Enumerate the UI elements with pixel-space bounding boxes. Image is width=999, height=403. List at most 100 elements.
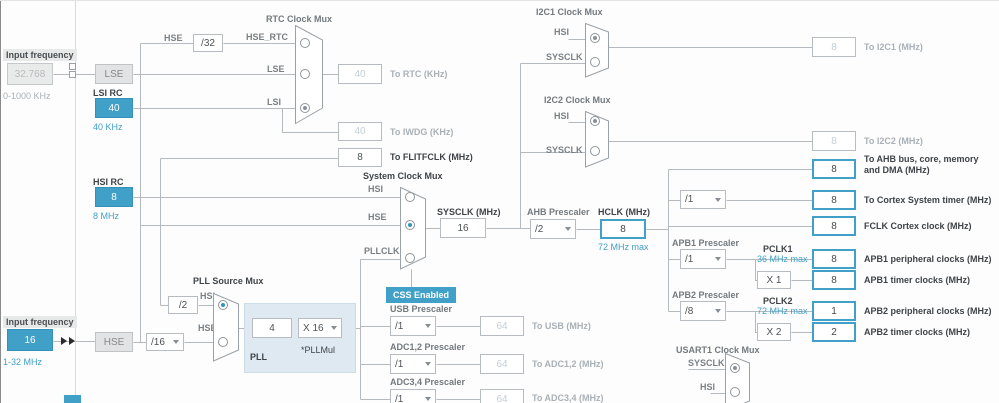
rtc-mux-lse-radio[interactable] <box>300 69 310 79</box>
flitfclk-value: 8 <box>338 148 382 167</box>
apb1-prescaler-label: APB1 Prescaler <box>672 238 740 248</box>
apb2-peripheral-clock-label: APB2 peripheral clocks (MHz) <box>864 306 992 316</box>
adc34-prescaler-dropdown[interactable]: /1 <box>390 389 436 403</box>
usart1-mux-sysclk-radio[interactable] <box>730 363 740 373</box>
sysmux-hsi-signal-label: HSI <box>368 184 384 194</box>
to-usb-label: To USB (MHz) <box>532 321 591 331</box>
to-i2c1-label: To I2C1 (MHz) <box>864 42 923 52</box>
chevron-down-icon <box>425 362 431 366</box>
cortex-prescaler-dropdown[interactable]: /1 <box>680 190 726 209</box>
lsi-rc-label: LSI RC <box>93 88 123 98</box>
pll-mux-hse-radio[interactable] <box>218 337 228 347</box>
usart1-sysclk-signal-label: SYSCLK <box>688 358 725 368</box>
lse-input-frequency-field: 32.768 <box>7 63 53 85</box>
apb1-prescaler-dropdown[interactable]: /1 <box>680 249 726 269</box>
ahb-prescaler-dropdown[interactable]: /2 <box>530 219 576 239</box>
cortex-timer-clock-label: To Cortex System timer (MHz) <box>864 195 992 205</box>
adc34-prescaler-value: /1 <box>395 393 404 403</box>
to-flitfclk-label: To FLITFCLK (MHz) <box>390 152 473 162</box>
to-iwdg-label: To IWDG (KHz) <box>390 127 454 137</box>
cortex-timer-clock-field[interactable]: 8 <box>812 190 856 210</box>
rtc-hse-div32-box: /32 <box>193 34 223 52</box>
rtc-mux-lsi-radio[interactable] <box>300 103 310 113</box>
ahb-prescaler-label: AHB Prescaler <box>527 207 590 217</box>
hclk-label: HCLK (MHz) <box>598 207 650 217</box>
hse-source-box: HSE <box>95 332 133 352</box>
adc12-prescaler-value: /1 <box>395 358 404 370</box>
fclk-cortex-field[interactable]: 8 <box>812 216 856 236</box>
i2c2-mux-hsi-radio[interactable] <box>590 116 600 126</box>
pll-hse-prediv-value: /16 <box>151 336 165 348</box>
i2c1-clock-mux-shape <box>585 23 609 78</box>
usb-clock-value: 64 <box>480 316 524 336</box>
apb1-peripheral-clock-field[interactable]: 8 <box>812 249 856 269</box>
apb2-prescaler-value: /8 <box>685 305 694 317</box>
chevron-down-icon <box>565 227 571 231</box>
i2c1-clock-value: 8 <box>812 37 856 57</box>
hse-input-frequency-field[interactable]: 16 <box>7 329 53 351</box>
adc12-prescaler-label: ADC1,2 Prescaler <box>390 342 466 352</box>
hsi-rc-label: HSI RC <box>93 177 124 187</box>
pll-hse-prediv-dropdown[interactable]: /16 <box>146 333 184 351</box>
usb-prescaler-label: USB Prescaler <box>390 304 453 314</box>
hclk-value-field[interactable]: 8 <box>600 219 646 239</box>
pll-multiplier-dropdown[interactable]: X 16 <box>298 318 342 338</box>
i2c1-hsi-signal-label: HSI <box>554 27 570 37</box>
i2c2-hsi-signal-label: HSI <box>554 111 570 121</box>
system-clock-mux-title: System Clock Mux <box>363 171 443 181</box>
usart1-hsi-signal-label: HSI <box>700 382 716 392</box>
usb-prescaler-dropdown[interactable]: /1 <box>390 316 436 336</box>
chevron-down-icon <box>425 397 431 401</box>
sysclk-value-field[interactable]: 16 <box>440 218 486 238</box>
pll-hsi-div2-box: /2 <box>168 296 198 314</box>
sysmux-pllclk-signal-label: PLLCLK <box>364 246 400 256</box>
adc12-prescaler-dropdown[interactable]: /1 <box>390 354 436 374</box>
apb2-timer-clock-field[interactable]: 2 <box>812 322 856 342</box>
i2c1-mux-sysclk-radio[interactable] <box>590 57 600 67</box>
rtc-mux-hse-radio[interactable] <box>300 38 310 48</box>
pclk1-max-label: 36 MHz max <box>757 254 808 264</box>
pll-multiplier-value: X 16 <box>303 322 324 334</box>
input-frequency-label-top: Input frequency <box>3 49 77 61</box>
hsi-freq-caption: 8 MHz <box>93 211 120 221</box>
i2c2-clock-value: 8 <box>812 131 856 151</box>
usart1-mux-hsi-radio[interactable] <box>730 387 740 397</box>
adc34-prescaler-label: ADC3,4 Prescaler <box>390 377 466 387</box>
ahb-bus-clock-label: To AHB bus, core, memory and DMA (MHz) <box>864 154 979 175</box>
sysclk-label: SYSCLK (MHz) <box>437 207 501 217</box>
window-edge <box>0 1 1 403</box>
apb2-peripheral-clock-field[interactable]: 1 <box>812 301 856 321</box>
chevron-down-icon <box>425 324 431 328</box>
i2c2-mux-sysclk-radio[interactable] <box>590 146 600 156</box>
ahb-bus-clock-field[interactable]: 8 <box>812 159 856 179</box>
sysmux-pllclk-radio[interactable] <box>405 253 415 263</box>
lse-range-label: 0-1000 KHz <box>3 91 51 101</box>
i2c2-clock-mux-title: I2C2 Clock Mux <box>544 95 611 105</box>
sysmux-hsi-radio[interactable] <box>405 192 415 202</box>
sysmux-hse-radio[interactable] <box>405 220 415 230</box>
cortex-prescaler-value: /1 <box>685 194 694 205</box>
i2c1-mux-hsi-radio[interactable] <box>590 33 600 43</box>
apb2-prescaler-dropdown[interactable]: /8 <box>680 301 726 321</box>
left-divider <box>75 1 76 403</box>
chevron-down-icon <box>715 309 721 313</box>
apb1-timer-multiplier-box: X 1 <box>757 271 791 289</box>
css-enabled-button[interactable]: CSS Enabled <box>386 287 456 303</box>
to-i2c2-label: To I2C2 (MHz) <box>864 136 923 146</box>
apb1-prescaler-value: /1 <box>685 253 694 265</box>
apb1-timer-clock-field[interactable]: 8 <box>812 270 856 290</box>
pll-mux-hsi-radio[interactable] <box>218 300 228 310</box>
to-rtc-label: To RTC (KHz) <box>390 69 448 79</box>
apb2-timer-clock-label: APB2 timer clocks (MHz) <box>864 327 971 337</box>
pin-arrow-icon <box>61 337 67 345</box>
cut-off-box <box>64 395 81 403</box>
i2c1-sysclk-signal-label: SYSCLK <box>546 52 583 62</box>
pllmul-note-label: *PLLMul <box>301 345 336 355</box>
pclk2-max-label: 72 MHz max <box>757 306 808 316</box>
apb2-prescaler-label: APB2 Prescaler <box>672 290 740 300</box>
ahb-prescaler-value: /2 <box>535 223 544 235</box>
adc34-clock-value: 64 <box>480 389 524 403</box>
apb1-peripheral-clock-label: APB1 peripheral clocks (MHz) <box>864 254 992 264</box>
pclk2-label: PCLK2 <box>763 296 793 306</box>
